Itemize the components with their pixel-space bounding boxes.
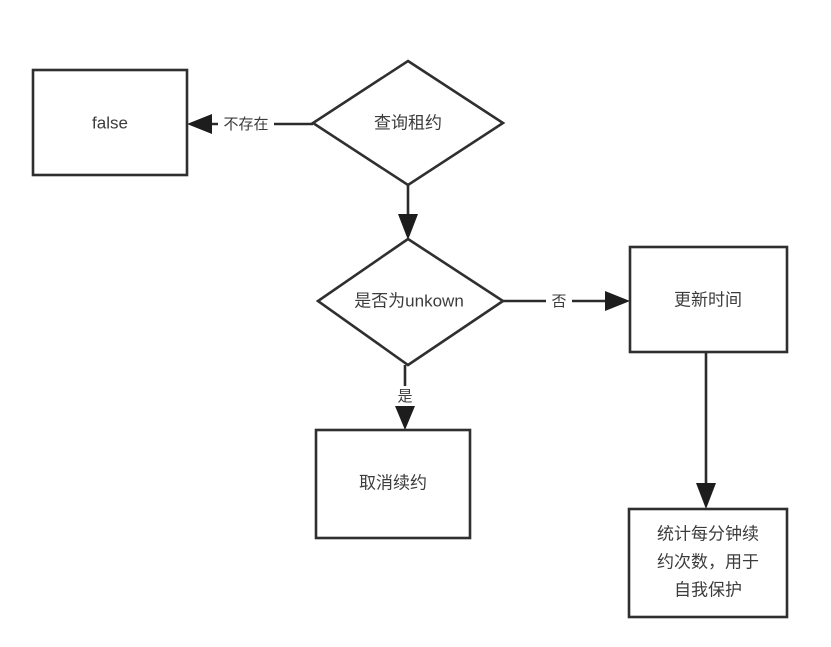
edge-not-exist-label: 不存在: [223, 116, 268, 133]
update-time-box-label: 更新时间: [674, 290, 742, 309]
cancel-renew-box-label: 取消续约: [359, 473, 427, 492]
edge-no: 否: [503, 289, 630, 313]
edge-yes-label: 是: [397, 388, 412, 405]
edge-yes: 是: [392, 365, 418, 430]
stats-box-shape[interactable]: [627, 507, 789, 619]
edge-not-exist: 不存在: [187, 112, 313, 136]
edge-yes-label-bg: [392, 386, 418, 409]
false-box-shape[interactable]: [31, 68, 189, 177]
stats-box-label-line-1: 统计每分钟续: [657, 524, 759, 543]
query-lease-diamond-shape[interactable]: [310, 59, 506, 187]
stats-box-label-line-3: 自我保护: [674, 580, 742, 599]
node-update-time-box[interactable]: 更新时间: [628, 245, 789, 354]
edge-not-exist-label-bg: [218, 112, 274, 136]
update-time-box-shape[interactable]: [628, 245, 789, 354]
is-unknown-diamond-label: 是否为unkown: [354, 291, 464, 310]
edge-not-exist-arrowhead: [187, 114, 212, 134]
node-cancel-renew-box[interactable]: 取消续约: [314, 428, 472, 540]
false-box-label: false: [92, 113, 128, 132]
edge-no-label-bg: [546, 289, 572, 313]
node-stats-box[interactable]: 统计每分钟续 约次数，用于 自我保护: [627, 507, 789, 619]
edge-query-to-unknown: [398, 185, 418, 240]
edge-update-to-stats: [696, 352, 716, 509]
edge-no-arrowhead: [605, 291, 630, 311]
query-lease-diamond-label: 查询租约: [374, 113, 442, 132]
cancel-renew-box-shape[interactable]: [314, 428, 472, 540]
node-false-box[interactable]: false: [31, 68, 189, 177]
node-is-unknown-diamond[interactable]: 是否为unkown: [315, 237, 506, 367]
node-query-lease-diamond[interactable]: 查询租约: [310, 59, 506, 187]
edge-query-to-unknown-arrowhead: [398, 214, 418, 240]
edge-yes-arrowhead: [395, 406, 415, 430]
stats-box-label-line-2: 约次数，用于: [657, 552, 759, 571]
edge-no-label: 否: [551, 293, 566, 310]
is-unknown-diamond-shape[interactable]: [315, 237, 506, 367]
edge-update-to-stats-arrowhead: [696, 483, 716, 509]
